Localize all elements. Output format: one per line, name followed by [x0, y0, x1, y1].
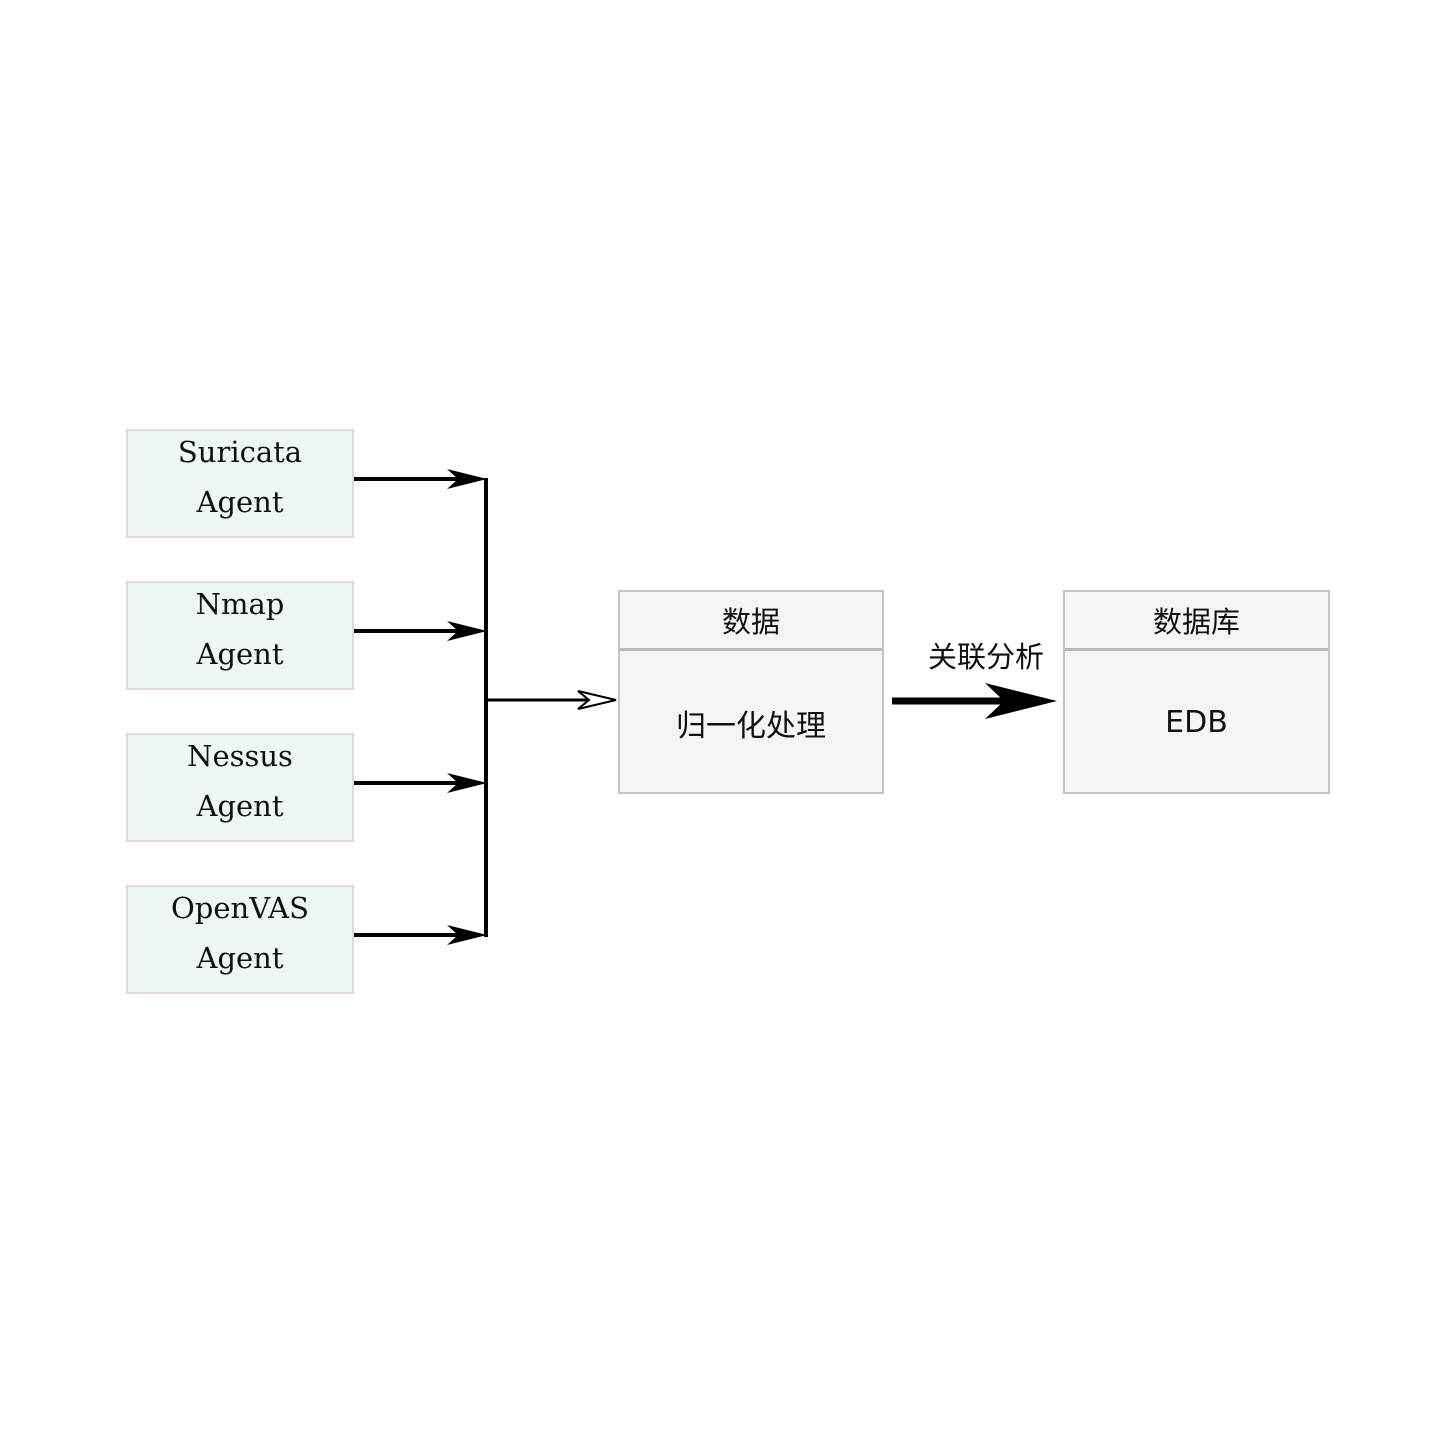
arrowhead-nessus — [447, 773, 487, 793]
agent-openvas-name: OpenVAS — [171, 891, 309, 925]
agent-connectors — [352, 477, 462, 937]
agent-suricata-name: Suricata — [177, 435, 303, 469]
database-body: EDB — [1165, 705, 1228, 740]
agent-openvas-label: Agent — [196, 941, 284, 975]
arrowhead-database — [985, 683, 1057, 719]
agent-openvas: OpenVAS Agent — [126, 885, 354, 994]
processing-header: 数据 — [620, 592, 882, 651]
arrowhead-open — [577, 690, 617, 710]
agent-arrowheads — [447, 469, 487, 945]
database-header: 数据库 — [1065, 592, 1328, 651]
database-box: 数据库 EDB — [1063, 590, 1330, 794]
agent-nmap-name: Nmap — [195, 587, 285, 621]
arrowhead-suricata — [447, 469, 487, 489]
arrowhead-nmap — [447, 621, 487, 641]
agent-suricata: Suricata Agent — [126, 429, 354, 538]
agent-nessus: Nessus Agent — [126, 733, 354, 842]
processing-body: 归一化处理 — [676, 708, 826, 744]
agent-nmap: Nmap Agent — [126, 581, 354, 690]
agent-nessus-name: Nessus — [187, 739, 293, 773]
processing-box: 数据 归一化处理 — [618, 590, 884, 794]
agent-nessus-label: Agent — [196, 789, 284, 823]
correlation-label: 关联分析 — [927, 640, 1044, 674]
arrowhead-openvas — [447, 925, 487, 945]
agent-suricata-label: Agent — [196, 485, 284, 519]
agent-nmap-label: Agent — [196, 637, 284, 671]
